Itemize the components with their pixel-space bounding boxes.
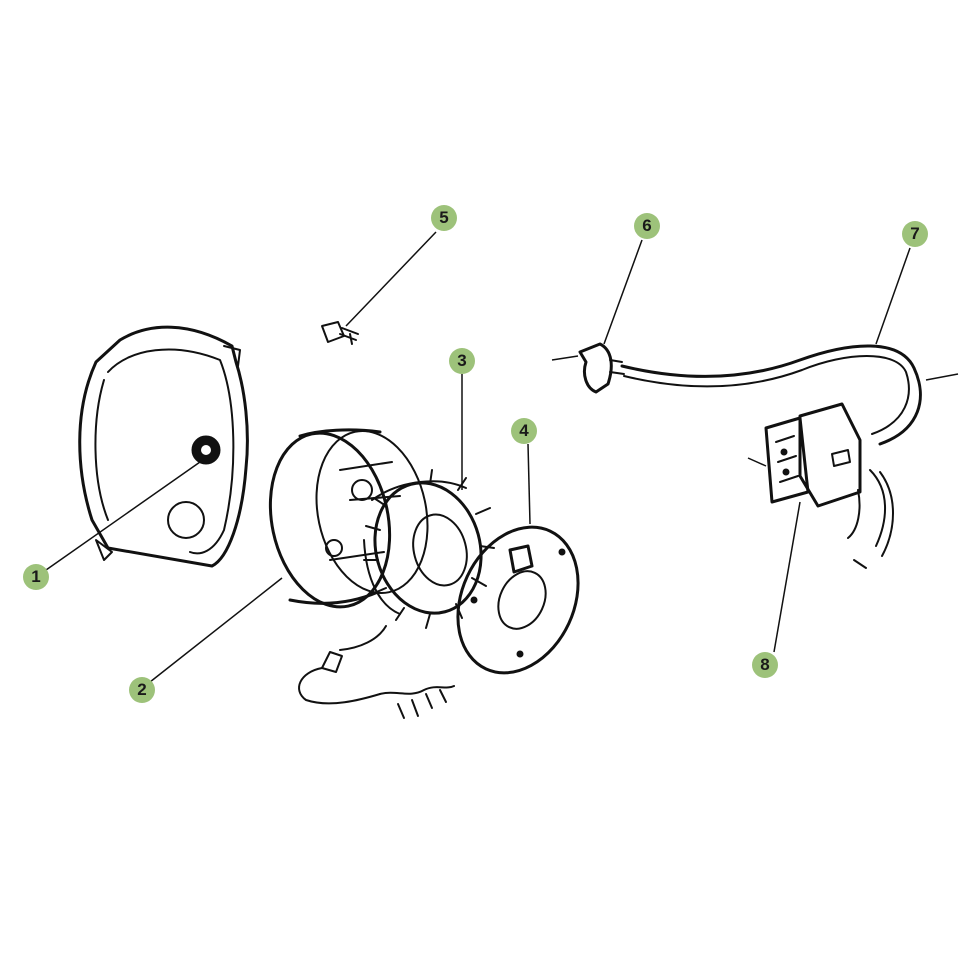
stator-wiring-harness: [298, 625, 455, 719]
leader-2: [149, 577, 283, 683]
leader-8: [773, 501, 801, 653]
flywheel-cover-part: [78, 325, 249, 568]
leader-4: [527, 443, 531, 525]
callout-7: 7: [902, 221, 928, 247]
leader-5: [345, 231, 437, 327]
spark-plug-cap-part: [551, 342, 625, 394]
callout-5: 5: [431, 205, 457, 231]
callout-leader-lines: [45, 231, 911, 683]
callout-2: 2: [129, 677, 155, 703]
leader-1: [45, 461, 201, 571]
callout-6: 6: [634, 213, 660, 239]
stator-part: [363, 469, 495, 629]
callout-8: 8: [752, 652, 778, 678]
flywheel-rotor-part: [268, 428, 429, 609]
callout-4: 4: [511, 418, 537, 444]
ignition-lead-part: [620, 344, 959, 446]
ignition-coil-part: [747, 402, 894, 569]
leader-6: [603, 239, 643, 345]
bolt-part: [321, 321, 359, 345]
leader-7: [875, 247, 911, 345]
callout-3: 3: [449, 348, 475, 374]
callout-1: 1: [23, 564, 49, 590]
backing-plate-part: [456, 525, 580, 675]
